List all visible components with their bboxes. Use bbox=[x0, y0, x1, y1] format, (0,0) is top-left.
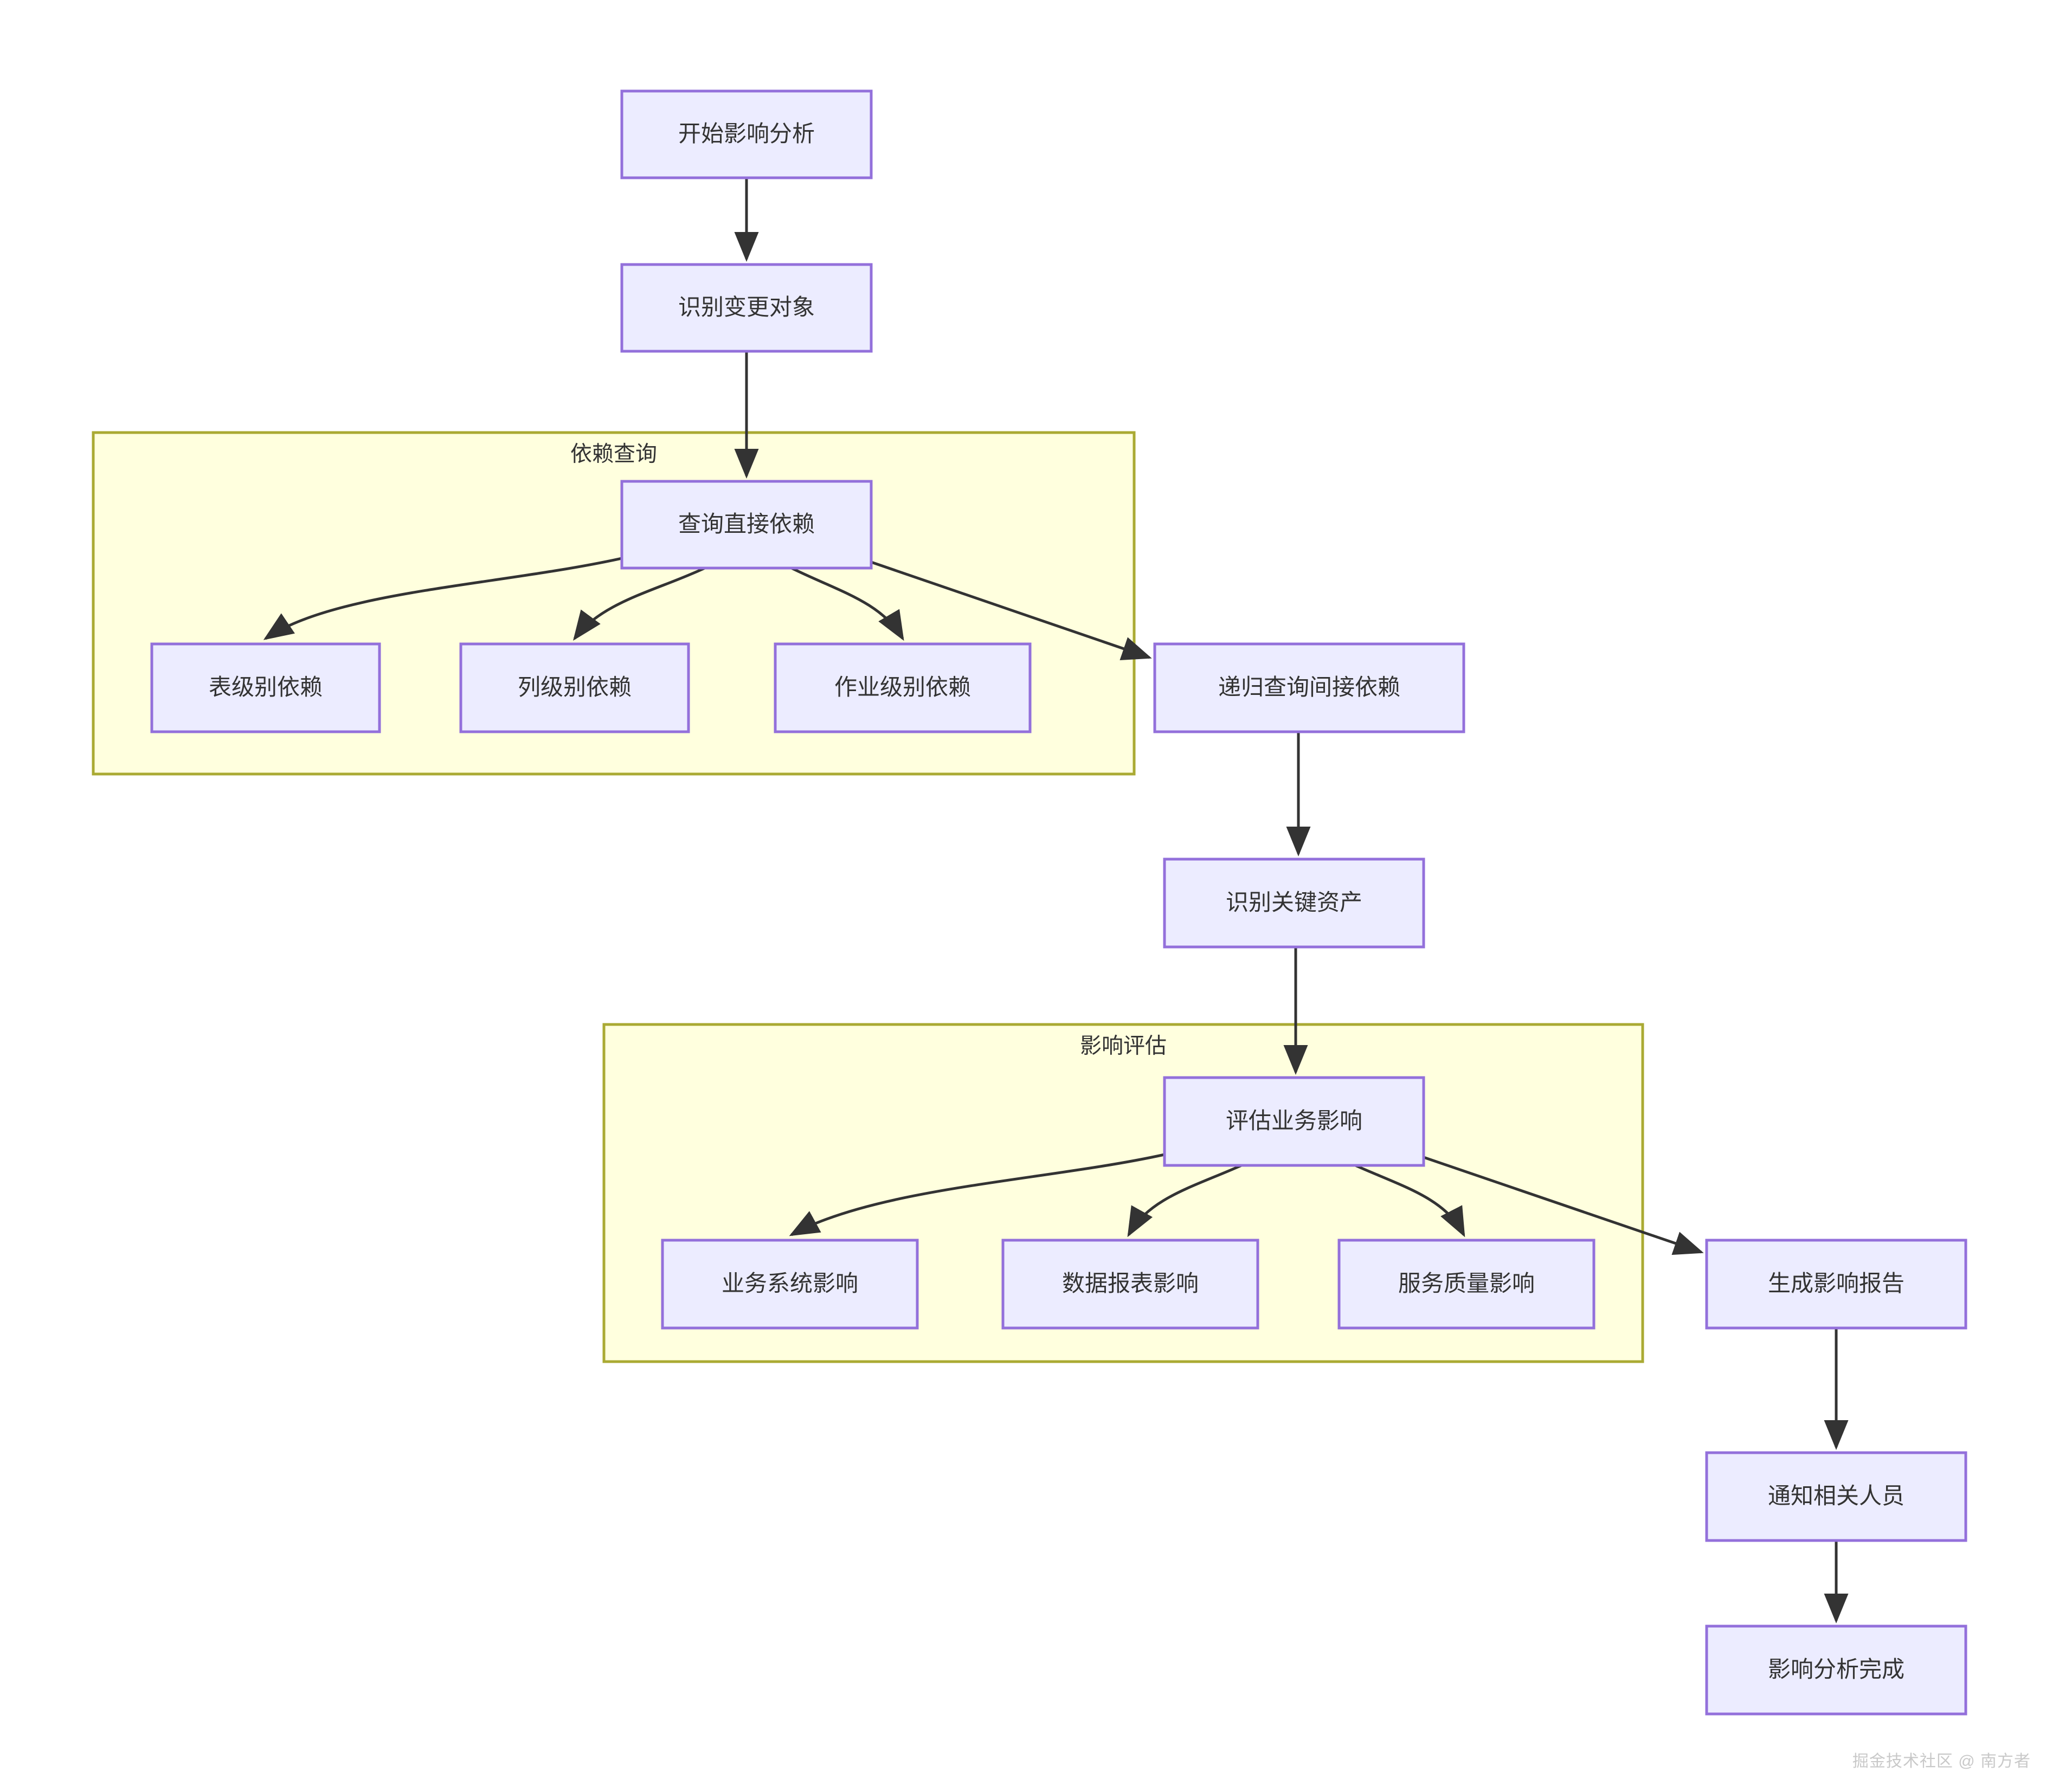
node-query-direct-dependency-label: 查询直接依赖 bbox=[678, 511, 815, 537]
node-generate-impact-report[interactable]: 生成影响报告 bbox=[1705, 1239, 1967, 1330]
node-data-report-impact[interactable]: 数据报表影响 bbox=[1001, 1239, 1259, 1330]
node-identify-change-object-label: 识别变更对象 bbox=[678, 294, 815, 320]
edge-assess-business-impact-to-business-system-impact bbox=[789, 1153, 1165, 1236]
node-column-level-dependency-box[interactable] bbox=[459, 642, 690, 733]
node-identify-key-assets-box[interactable] bbox=[1163, 858, 1425, 949]
node-table-level-dependency[interactable]: 表级别依赖 bbox=[150, 642, 381, 733]
node-identify-change-object[interactable]: 识别变更对象 bbox=[620, 263, 873, 353]
edge-layer bbox=[263, 178, 1849, 1623]
watermark-text: 掘金技术社区 @ 南方者 bbox=[1852, 1752, 2031, 1770]
node-generate-impact-report-box[interactable] bbox=[1705, 1239, 1967, 1330]
edge-query-direct-dependency-to-column-level-dependency bbox=[573, 566, 706, 641]
node-start-impact-analysis[interactable]: 开始影响分析 bbox=[620, 89, 873, 179]
node-data-report-impact-label: 数据报表影响 bbox=[1062, 1271, 1199, 1296]
node-query-direct-dependency-box[interactable] bbox=[620, 480, 873, 570]
node-service-quality-impact-box[interactable] bbox=[1337, 1239, 1595, 1330]
node-start-impact-analysis-label: 开始影响分析 bbox=[678, 121, 815, 146]
node-data-report-impact-box[interactable] bbox=[1001, 1239, 1259, 1330]
node-service-quality-impact[interactable]: 服务质量影响 bbox=[1337, 1239, 1595, 1330]
node-recursive-indirect-dependency[interactable]: 递归查询间接依赖 bbox=[1153, 642, 1465, 733]
node-job-level-dependency[interactable]: 作业级别依赖 bbox=[774, 642, 1032, 733]
node-notify-stakeholders[interactable]: 通知相关人员 bbox=[1705, 1451, 1967, 1542]
node-service-quality-impact-label: 服务质量影响 bbox=[1398, 1271, 1535, 1296]
node-column-level-dependency-label: 列级别依赖 bbox=[518, 674, 632, 700]
node-business-system-impact-box[interactable] bbox=[661, 1239, 919, 1330]
node-assess-business-impact-box[interactable] bbox=[1163, 1076, 1425, 1167]
node-impact-analysis-complete-label: 影响分析完成 bbox=[1768, 1656, 1905, 1682]
node-recursive-indirect-dependency-label: 递归查询间接依赖 bbox=[1218, 674, 1400, 700]
node-identify-key-assets-label: 识别关键资产 bbox=[1226, 889, 1362, 915]
edge-query-direct-dependency-to-recursive-indirect-dependency bbox=[871, 560, 1152, 661]
node-impact-analysis-complete[interactable]: 影响分析完成 bbox=[1705, 1625, 1967, 1716]
node-identify-key-assets[interactable]: 识别关键资产 bbox=[1163, 858, 1425, 949]
cluster-dependency-query-label: 依赖查询 bbox=[570, 442, 657, 466]
node-notify-stakeholders-label: 通知相关人员 bbox=[1768, 1483, 1905, 1509]
node-generate-impact-report-label: 生成影响报告 bbox=[1768, 1271, 1905, 1296]
cluster-impact-assessment-label: 影响评估 bbox=[1080, 1034, 1167, 1058]
node-identify-change-object-box[interactable] bbox=[620, 263, 873, 353]
edge-assess-business-impact-to-generate-impact-report bbox=[1423, 1156, 1704, 1255]
node-column-level-dependency[interactable]: 列级别依赖 bbox=[459, 642, 690, 733]
edge-assess-business-impact-to-data-report-impact bbox=[1127, 1164, 1243, 1237]
node-recursive-indirect-dependency-box[interactable] bbox=[1153, 642, 1465, 733]
node-job-level-dependency-box[interactable] bbox=[774, 642, 1032, 733]
node-table-level-dependency-box[interactable] bbox=[150, 642, 381, 733]
edge-query-direct-dependency-to-table-level-dependency bbox=[263, 557, 622, 640]
node-assess-business-impact[interactable]: 评估业务影响 bbox=[1163, 1076, 1425, 1167]
node-business-system-impact-label: 业务系统影响 bbox=[722, 1271, 858, 1296]
edge-assess-business-impact-to-service-quality-impact bbox=[1354, 1164, 1465, 1237]
node-impact-analysis-complete-box[interactable] bbox=[1705, 1625, 1967, 1716]
node-business-system-impact[interactable]: 业务系统影响 bbox=[661, 1239, 919, 1330]
node-job-level-dependency-label: 作业级别依赖 bbox=[834, 674, 971, 700]
node-assess-business-impact-label: 评估业务影响 bbox=[1226, 1108, 1362, 1133]
edge-query-direct-dependency-to-job-level-dependency bbox=[790, 566, 904, 641]
node-notify-stakeholders-box[interactable] bbox=[1705, 1451, 1967, 1542]
node-query-direct-dependency[interactable]: 查询直接依赖 bbox=[620, 480, 873, 570]
node-table-level-dependency-label: 表级别依赖 bbox=[209, 674, 323, 700]
node-start-impact-analysis-box[interactable] bbox=[620, 89, 873, 179]
